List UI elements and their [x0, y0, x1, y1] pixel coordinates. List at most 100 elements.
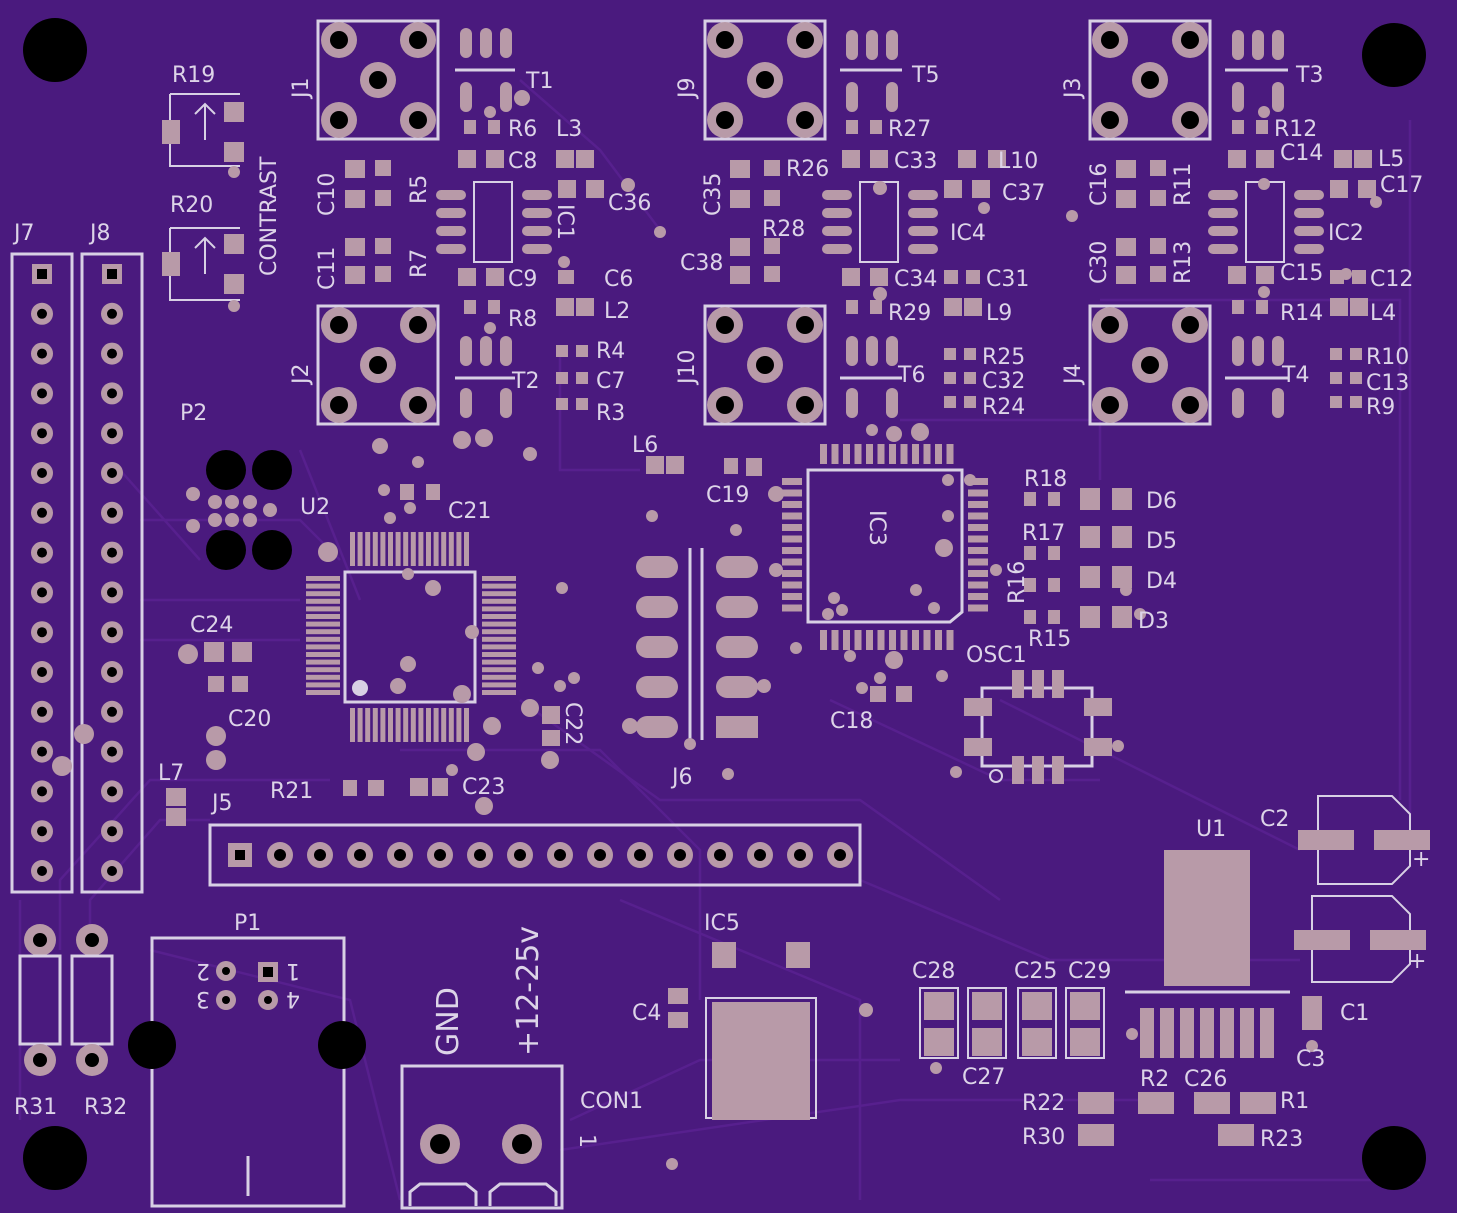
vias [52, 90, 1382, 1170]
label-j3: J3 [1061, 78, 1086, 101]
label-contrast: CONTRAST [257, 156, 282, 276]
label-l4: L4 [1370, 301, 1396, 326]
label-t4: T4 [1281, 363, 1309, 388]
label-p1-pin4: 4 [286, 986, 300, 1011]
label-l7: L7 [158, 761, 184, 786]
label-p1-pin3: 3 [196, 986, 210, 1011]
label-c23: C23 [462, 775, 505, 800]
label-j1: J1 [289, 78, 314, 101]
capacitor-c1 [1294, 895, 1426, 983]
label-j8: J8 [88, 221, 111, 246]
transistor-t3 [1225, 30, 1288, 112]
label-j5: J5 [210, 791, 233, 816]
label-c21: C21 [448, 499, 491, 524]
connector-j4 [1088, 304, 1212, 426]
label-c13: C13 [1366, 371, 1409, 396]
label-t1: T1 [525, 69, 553, 94]
label-r15: R15 [1028, 627, 1071, 652]
transistor-t2 [455, 336, 515, 418]
transistor-t1 [455, 28, 515, 112]
label-c10: C10 [315, 173, 340, 216]
label-c20: C20 [228, 707, 271, 732]
mounting-hole-top-left [23, 18, 87, 82]
label-l10: L10 [998, 149, 1038, 174]
label-d4: D4 [1146, 569, 1177, 594]
label-l5: L5 [1378, 147, 1404, 172]
label-r23: R23 [1260, 1127, 1303, 1152]
connector-con1 [400, 1064, 564, 1210]
label-c9: C9 [508, 267, 537, 292]
trimmer-r20 [162, 227, 244, 301]
label-c6: C6 [604, 267, 633, 292]
label-r10: R10 [1366, 345, 1409, 370]
label-r3: R3 [596, 401, 625, 426]
trimmer-r19 [162, 93, 244, 167]
label-j7: J7 [12, 221, 35, 246]
capacitor-c3 [1302, 996, 1322, 1030]
label-r4: R4 [596, 339, 625, 364]
connector-j1 [316, 19, 440, 141]
label-r14: R14 [1280, 301, 1323, 326]
label-c36: C36 [608, 191, 651, 216]
label-c34: C34 [894, 267, 937, 292]
label-c1-plus: + [1408, 949, 1426, 974]
label-r13: R13 [1171, 241, 1196, 284]
ic-ic2 [1208, 181, 1324, 263]
label-c12: C12 [1370, 267, 1413, 292]
label-c14: C14 [1280, 141, 1323, 166]
label-c3: C3 [1296, 1047, 1325, 1072]
label-r31: R31 [14, 1095, 57, 1120]
label-r24: R24 [982, 395, 1025, 420]
transistor-t5 [840, 30, 902, 112]
capacitor-c2 [1298, 795, 1430, 885]
connector-j9 [703, 19, 827, 141]
label-c18: C18 [830, 709, 873, 734]
label-r20: R20 [170, 193, 213, 218]
label-c19: C19 [706, 483, 749, 508]
label-c33: C33 [894, 149, 937, 174]
label-j2: J2 [289, 364, 314, 387]
label-r12: R12 [1274, 117, 1317, 142]
label-c2: C2 [1260, 807, 1289, 832]
label-c28: C28 [912, 959, 955, 984]
label-r11: R11 [1171, 163, 1196, 206]
label-t2: T2 [511, 369, 539, 394]
label-r8: R8 [508, 307, 537, 332]
label-c4: C4 [632, 1001, 661, 1026]
smd-components [166, 120, 1376, 1028]
connector-p2 [186, 450, 292, 570]
transistor-t6 [840, 336, 902, 418]
label-c11: C11 [315, 247, 340, 290]
label-r19: R19 [172, 63, 215, 88]
label-t3: T3 [1295, 63, 1323, 88]
label-l3: L3 [556, 117, 582, 142]
microcontroller-u2 [306, 532, 516, 742]
label-c25: C25 [1014, 959, 1057, 984]
label-r16: R16 [1005, 561, 1030, 604]
label-con1: CON1 [580, 1089, 643, 1114]
label-r26: R26 [786, 157, 829, 182]
label-con1-pin1: 1 [574, 1134, 599, 1148]
resistors-bottom [1078, 1092, 1276, 1146]
label-j6: J6 [670, 765, 693, 790]
label-d6: D6 [1146, 489, 1177, 514]
label-c8: C8 [508, 149, 537, 174]
label-u2: U2 [300, 495, 330, 520]
label-ic5: IC5 [704, 911, 740, 936]
label-l6: L6 [632, 433, 658, 458]
label-osc1: OSC1 [966, 643, 1027, 668]
header-j7 [10, 252, 74, 894]
mounting-hole-bottom-right [1362, 1126, 1426, 1190]
label-r32: R32 [84, 1095, 127, 1120]
label-r27: R27 [888, 117, 931, 142]
label-c37: C37 [1002, 181, 1045, 206]
label-c29: C29 [1068, 959, 1111, 984]
silkscreen-labels: J1 J2 J9 J10 J3 J4 T1 T2 T5 T6 T3 T4 R6 … [12, 63, 1430, 1152]
connector-j6 [636, 548, 758, 740]
label-r29: R29 [888, 301, 931, 326]
mounting-hole-bottom-left [23, 1126, 87, 1190]
label-j10: J10 [675, 350, 700, 386]
label-c31: C31 [986, 267, 1029, 292]
label-c26: C26 [1184, 1067, 1227, 1092]
mounting-hole-top-right [1362, 23, 1426, 87]
